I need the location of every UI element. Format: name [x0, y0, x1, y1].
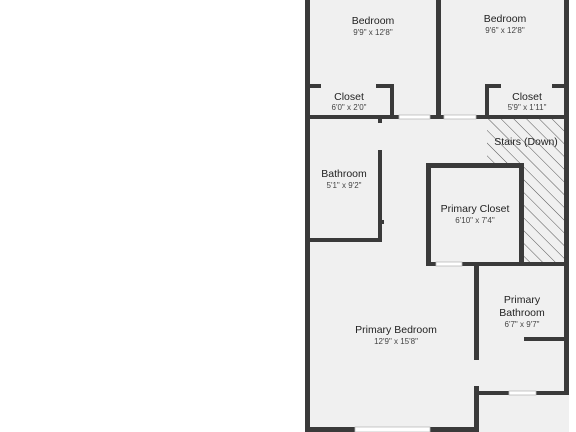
- room-dims-bathroom: 5'1" x 9'2": [327, 181, 362, 190]
- room-dims-primary-bedroom: 12'9" x 15'8": [374, 337, 418, 346]
- wall-closet-left-top: [390, 84, 394, 116]
- room-dims-primary-closet: 6'10" x 7'4": [455, 216, 495, 225]
- room-name-bedroom-1: Bedroom: [352, 15, 395, 27]
- room-dims-closet-1: 6'0" x 2'0": [332, 103, 367, 112]
- wall-outer-right: [564, 0, 569, 395]
- wall-bathroom-bottom: [307, 238, 382, 242]
- wall-horizontal-upper-left: [307, 115, 399, 119]
- wall-closet-right-top-left: [485, 84, 501, 88]
- wall-primary-closet-bottom-left: [426, 262, 436, 266]
- stairs-hatch: [487, 119, 567, 262]
- wall-bedroom-divider: [436, 0, 441, 119]
- wall-horizontal-upper-right: [476, 115, 568, 119]
- wall-primary-bath-left-lower: [474, 386, 479, 432]
- room-name-primary-closet: Primary Closet: [441, 203, 510, 215]
- room-dims-primary-bathroom: 6'7" x 9'7": [505, 320, 540, 329]
- room-name-bedroom-2: Bedroom: [484, 13, 527, 25]
- wall-primary-bath-internal: [524, 337, 566, 341]
- doorway-bedroom-left: [398, 114, 431, 120]
- room-name-primary-bathroom-line2: Bathroom: [499, 307, 545, 319]
- room-dims-closet-2: 5'9" x 1'11": [508, 103, 547, 112]
- wall-primary-closet-top: [426, 163, 524, 168]
- room-name-stairs: Stairs (Down): [494, 136, 558, 148]
- wall-primary-closet-right: [519, 163, 524, 266]
- room-name-closet-2: Closet: [512, 91, 542, 103]
- wall-primary-closet-left: [426, 163, 431, 266]
- openings: [354, 114, 537, 432]
- room-labels: Bedroom 9'9" x 12'8" Bedroom 9'6" x 12'8…: [321, 13, 558, 346]
- wall-bathroom-right-upper: [378, 117, 382, 123]
- doorway-bedroom-right: [443, 114, 477, 120]
- wall-closet-right-side: [485, 84, 489, 116]
- wall-primary-bath-top: [474, 262, 568, 266]
- room-dims-bedroom-2: 9'6" x 12'8": [485, 26, 525, 35]
- wall-outer-left: [305, 0, 310, 432]
- doorway-primary-closet: [435, 261, 463, 267]
- room-name-bathroom: Bathroom: [321, 168, 367, 180]
- wall-hall-stub: [378, 220, 384, 224]
- wall-closet-right-top-right: [552, 84, 566, 88]
- wall-bathroom-right-lower: [378, 150, 382, 242]
- room-dims-bedroom-1: 9'9" x 12'8": [353, 28, 393, 37]
- wall-primary-bath-left-upper: [474, 262, 479, 360]
- room-name-primary-bedroom: Primary Bedroom: [355, 324, 437, 336]
- room-name-primary-bathroom-line1: Primary: [504, 294, 541, 306]
- window-primary-bath: [508, 390, 537, 396]
- wall-closet-left-edge-right: [376, 84, 394, 88]
- wall-closet-left-edge: [307, 84, 321, 88]
- room-name-closet-1: Closet: [334, 91, 364, 103]
- window-primary-bedroom: [354, 426, 431, 432]
- wall-horizontal-upper-mid: [430, 115, 444, 119]
